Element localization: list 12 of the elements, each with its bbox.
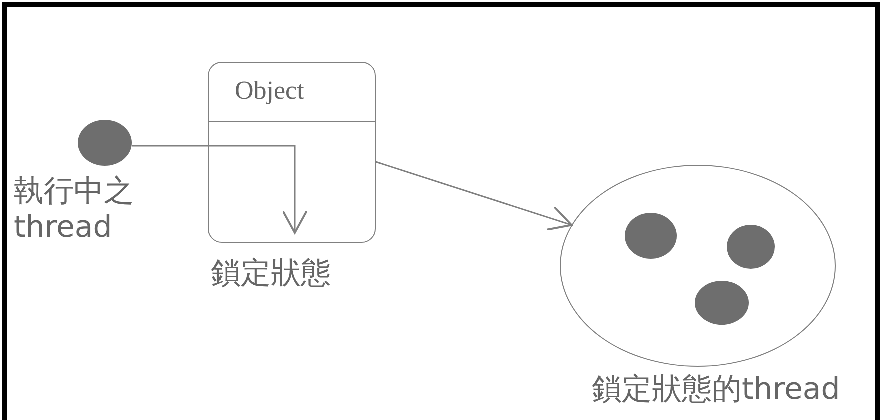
thread-dot — [727, 225, 775, 269]
object-title: Object — [235, 77, 304, 106]
node-caption: 執行中之thread — [14, 174, 135, 246]
arrow — [132, 145, 308, 234]
thread-dot — [78, 120, 132, 166]
locked-thread-ellipse — [560, 165, 836, 367]
thread-dot — [625, 213, 677, 259]
thread-dot — [695, 281, 749, 325]
arrow — [376, 161, 573, 231]
node-caption: 鎖定狀態的thread — [592, 372, 842, 408]
object-box — [208, 62, 376, 243]
node-caption: 鎖定狀態 — [211, 256, 332, 292]
